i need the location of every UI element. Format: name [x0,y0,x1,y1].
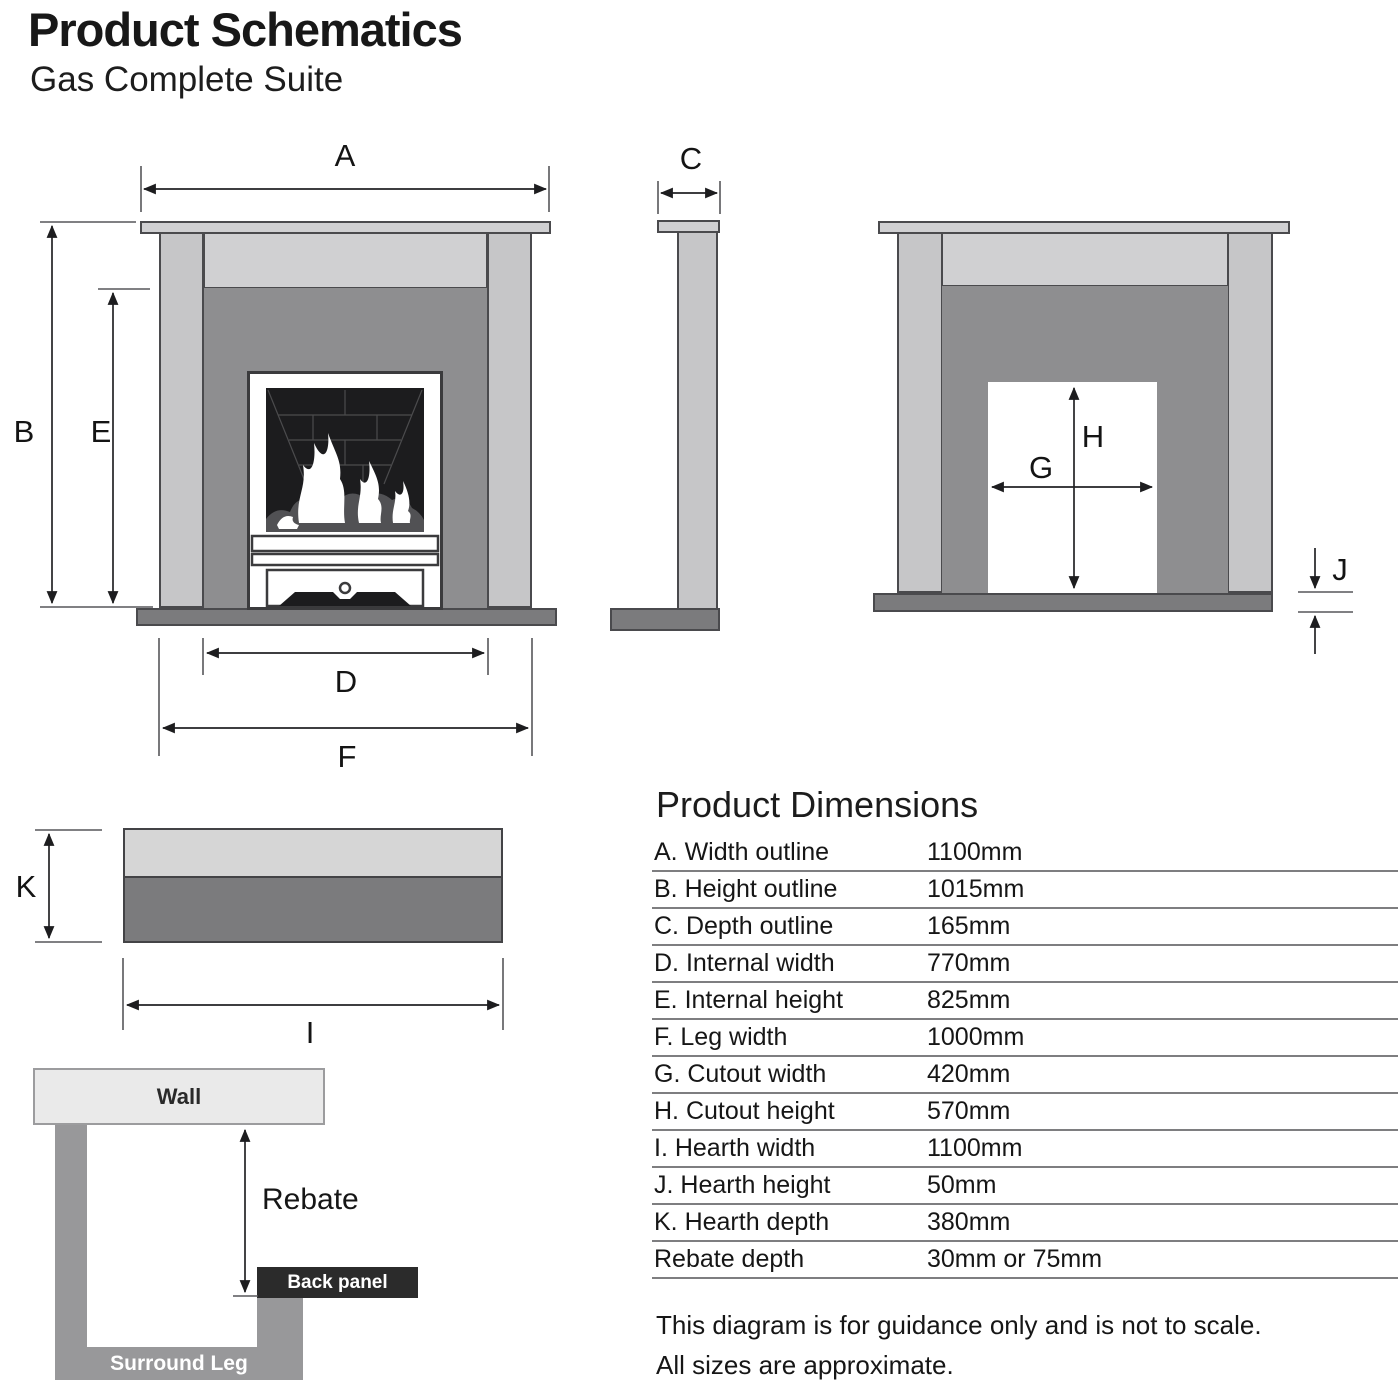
dimension-label: A. Width outline [654,838,830,866]
dimension-value: 50mm [927,1171,997,1199]
guidance-note-line2: All sizes are approximate. [656,1350,954,1380]
fret-bottom-bar [250,552,440,567]
wall-label: Wall [156,1083,202,1109]
surround-leg-profile-vertical [55,1125,87,1380]
dim-label-h: H [1081,419,1105,454]
dimension-label: K. Hearth depth [654,1208,830,1236]
cutout-view-header-panel [941,232,1229,287]
dimension-value: 165mm [927,912,1011,940]
fire-insert-illustration [247,371,443,610]
dim-label-e: E [90,414,112,449]
dim-label-k: K [15,869,37,904]
dim-label-a: A [334,138,356,173]
dimension-value: 380mm [927,1208,1011,1236]
cutout-opening [988,382,1157,593]
cutout-view-right-leg [1227,232,1273,593]
flames [277,433,411,529]
dimension-value: 420mm [927,1060,1011,1088]
side-view-column [677,231,718,610]
dimension-row-rebate: Rebate depth 30mm or 75mm [652,1242,1398,1279]
dimension-row-c: C. Depth outline 165mm [652,909,1398,946]
dimension-label: E. Internal height [654,986,844,1014]
surround-leg-profile-bottom: Surround Leg [55,1347,303,1380]
dimensions-table: A. Width outline 1100mm B. Height outlin… [652,835,1398,1279]
dimension-row-f: F. Leg width 1000mm [652,1020,1398,1057]
dimension-label: Rebate depth [654,1245,805,1273]
dim-label-b: B [13,414,35,449]
dim-label-j: J [1332,552,1348,587]
page-subtitle: Gas Complete Suite [30,60,344,99]
dimension-value: 1100mm [927,1134,1023,1162]
front-view-header-panel [203,232,488,289]
side-view-hearth [610,608,720,631]
drawer-knob [338,581,352,595]
dimension-value: 570mm [927,1097,1011,1125]
dim-label-c: C [679,141,703,176]
cutout-view-hearth [873,593,1273,612]
dim-label-i: I [305,1015,315,1050]
dimension-row-e: E. Internal height 825mm [652,983,1398,1020]
dimension-row-j: J. Hearth height 50mm [652,1168,1398,1205]
surround-leg-label: Surround Leg [110,1351,248,1375]
rebate-label: Rebate [262,1183,359,1216]
dimension-label: D. Internal width [654,949,835,977]
dimension-value: 1100mm [927,838,1023,866]
dimension-row-b: B. Height outline 1015mm [652,872,1398,909]
dimension-value: 30mm or 75mm [927,1245,1103,1273]
dimension-row-a: A. Width outline 1100mm [652,835,1398,872]
dimension-row-k: K. Hearth depth 380mm [652,1205,1398,1242]
back-panel-block: Back panel [257,1267,418,1298]
front-view-hearth [136,608,557,626]
dimension-label: B. Height outline [654,875,838,903]
cutout-view-left-leg [897,232,943,593]
guidance-note: This diagram is for guidance only and is… [656,1305,1262,1385]
dimension-value: 825mm [927,986,1011,1014]
front-view-left-leg [159,232,204,608]
dimension-label: I. Hearth width [654,1134,816,1162]
dimension-row-i: I. Hearth width 1100mm [652,1131,1398,1168]
dimension-label: F. Leg width [654,1023,788,1051]
dimensions-heading: Product Dimensions [656,784,979,825]
hearth-profile-diagram [123,828,503,943]
dimension-value: 1000mm [927,1023,1025,1051]
dimension-row-h: H. Cutout height 570mm [652,1094,1398,1131]
dimension-label: J. Hearth height [654,1171,831,1199]
dim-label-d: D [334,664,358,699]
guidance-note-line1: This diagram is for guidance only and is… [656,1310,1262,1340]
dimension-label: G. Cutout width [654,1060,827,1088]
front-view-right-leg [487,232,532,608]
dimension-value: 770mm [927,949,1011,977]
wall-block: Wall [33,1068,325,1125]
dimension-label: H. Cutout height [654,1097,835,1125]
drawer-trim [279,592,411,606]
page-title: Product Schematics [28,3,463,56]
hearth-top-surface [125,830,501,878]
back-panel-label: Back panel [287,1271,388,1293]
dimension-label: C. Depth outline [654,912,834,940]
dimension-row-g: G. Cutout width 420mm [652,1057,1398,1094]
dimension-value: 1015mm [927,875,1025,903]
dim-label-f: F [337,739,357,774]
surround-leg-profile-step [257,1298,303,1349]
dimension-row-d: D. Internal width 770mm [652,946,1398,983]
dim-label-g: G [1028,450,1054,485]
fret-top-bar [250,534,440,553]
